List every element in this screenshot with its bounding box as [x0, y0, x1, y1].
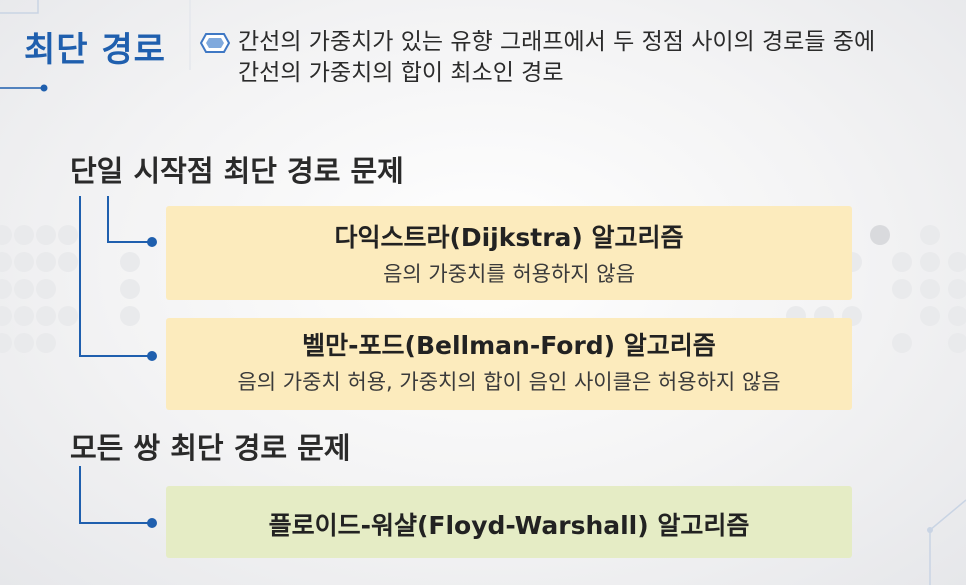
- algorithm-note: 음의 가중치를 허용하지 않음: [383, 262, 635, 286]
- hexagon-bullet-icon: [200, 33, 230, 53]
- algorithm-note: 음의 가중치 허용, 가중치의 합이 음인 사이클은 허용하지 않음: [237, 370, 781, 394]
- algorithm-name: 벨만-포드(Bellman-Ford) 알고리즘: [302, 331, 716, 360]
- algorithm-box-dijkstra: 다익스트라(Dijkstra) 알고리즘 음의 가중치를 허용하지 않음: [166, 206, 852, 300]
- definition-line-2: 간선의 가중치의 합이 최소인 경로: [238, 60, 564, 86]
- algorithm-box-floyd-warshall: 플로이드-워샬(Floyd-Warshall) 알고리즘: [166, 486, 852, 558]
- section-heading-single-source: 단일 시작점 최단 경로 문제: [70, 154, 404, 188]
- algorithm-name: 플로이드-워샬(Floyd-Warshall) 알고리즘: [268, 511, 750, 540]
- definition-text: 간선의 가중치가 있는 유향 그래프에서 두 정점 사이의 경로들 중에 간선의…: [238, 27, 948, 89]
- section-heading-all-pairs: 모든 쌍 최단 경로 문제: [70, 431, 351, 465]
- algorithm-name: 다익스트라(Dijkstra) 알고리즘: [334, 223, 684, 252]
- dot-pattern-left: [0, 0, 200, 585]
- algorithm-box-bellman-ford: 벨만-포드(Bellman-Ford) 알고리즘 음의 가중치 허용, 가중치의…: [166, 318, 852, 410]
- definition-line-1: 간선의 가중치가 있는 유향 그래프에서 두 정점 사이의 경로들 중에: [238, 29, 876, 55]
- page-title: 최단 경로: [24, 30, 166, 70]
